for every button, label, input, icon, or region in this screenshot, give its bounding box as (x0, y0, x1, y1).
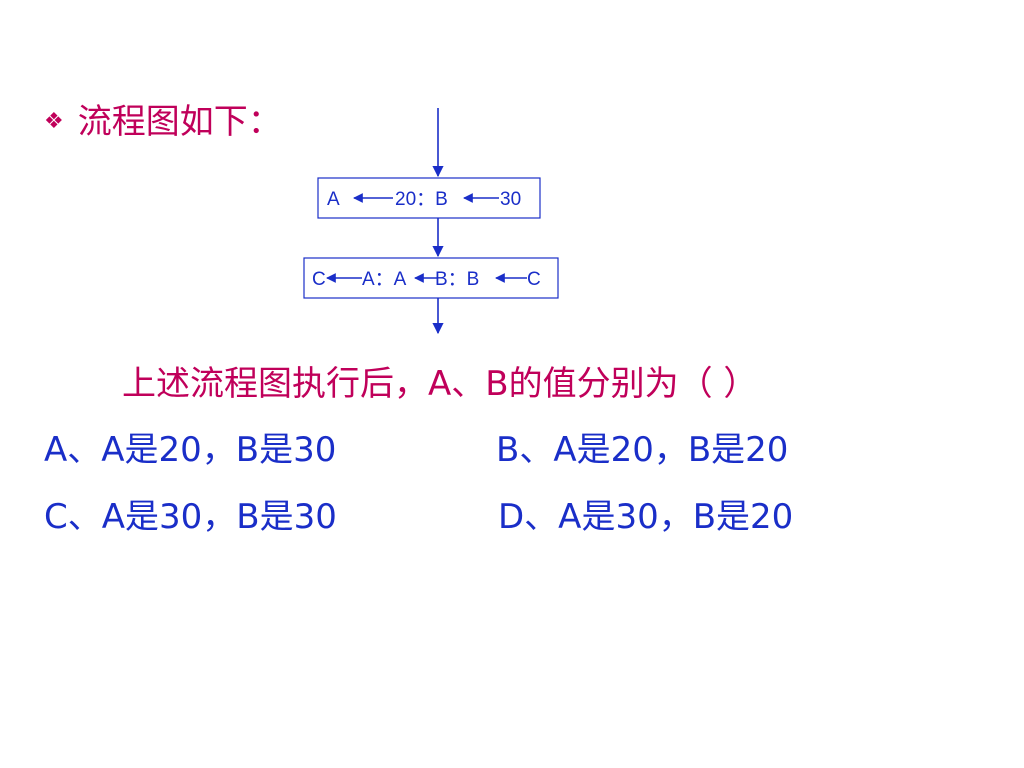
box2-segment-1: C (312, 269, 326, 290)
option-d: D、A是30，B是20 (498, 497, 794, 537)
option-c: C、A是30，B是30 (44, 497, 337, 537)
process-box-1 (317, 177, 541, 219)
question-text: 上述流程图执行后，A、B的值分别为（ ） (122, 364, 758, 404)
option-a: A、A是20，B是30 (44, 430, 337, 470)
box1-segment-3: 30 (500, 189, 521, 210)
box2-segment-2: A：A (362, 269, 407, 290)
heading-text: 流程图如下： (77, 102, 282, 142)
box1-segment-2: 20：B (395, 189, 448, 210)
box2-segment-4: C (527, 269, 541, 290)
option-b: B、A是20，B是20 (496, 430, 789, 470)
box1-segment-1: A (327, 189, 340, 210)
box2-segment-3: B：B (435, 269, 479, 290)
heading: ❖ 流程图如下： (44, 96, 282, 148)
diamond-bullet-icon: ❖ (44, 109, 64, 134)
process-box-2 (303, 257, 559, 299)
